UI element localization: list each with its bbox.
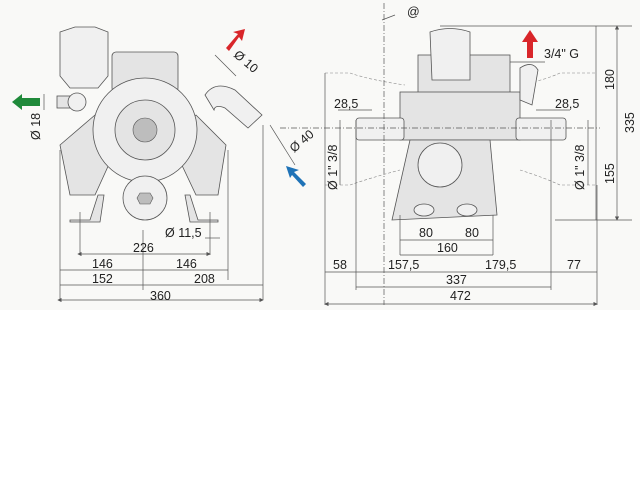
dim-base-span: 160 [437,241,458,255]
dim-left-to-center: 157,5 [388,258,419,272]
outlet-arrow-side [522,30,538,58]
reference-mark: @ [407,5,420,19]
dim-body-width: 337 [446,273,467,287]
dim-foot-span: 226 [133,241,154,255]
dim-height-total: 335 [623,112,637,133]
dim-bypass-diameter: Ø 18 [29,113,43,140]
bypass-arrow [12,94,40,110]
dim-base-left: 80 [419,226,433,240]
dim-right-offset: 208 [194,272,215,286]
front-view: Ø 18 Ø 10 Ø 40 Ø 11,5 226 146 146 152 20… [12,26,317,303]
dim-outlet-diameter: Ø 10 [231,48,261,76]
dim-outlet-thread: 3/4" G [544,47,579,61]
dim-height-upper: 180 [603,69,617,90]
dim-inlet-diameter: Ø 40 [287,127,317,155]
dim-overall-width-side: 472 [450,289,471,303]
dim-right-half: 146 [176,257,197,271]
outlet-arrow [226,29,245,51]
pump-side-body [325,28,595,221]
dim-base-right: 80 [465,226,479,240]
dim-left-half: 146 [92,257,113,271]
dim-left-offset: 152 [92,272,113,286]
dim-hole-diameter: Ø 11,5 [165,226,202,240]
dim-right-ext: 77 [567,258,581,272]
dim-left-ext: 58 [333,258,347,272]
side-view: @ 3/4" G 28,5 28,5 Ø 1" 3/8 Ø 1" 3/8 180… [280,3,637,307]
pump-front-body [56,26,263,223]
dim-right-to-center: 179,5 [485,258,516,272]
dim-shaft-left-diameter: Ø 1" 3/8 [326,145,340,190]
dim-shaft-right-diameter: Ø 1" 3/8 [573,145,587,190]
dim-height-shaft: 155 [603,163,617,184]
dim-shaft-left-length: 28,5 [334,97,358,111]
inlet-arrow [286,166,306,187]
dim-overall-width: 360 [150,289,171,303]
dim-shaft-right-length: 28,5 [555,97,579,111]
